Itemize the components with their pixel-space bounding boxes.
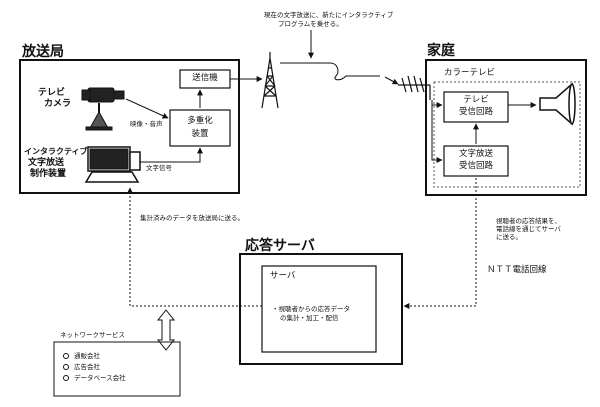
telephone-line [403,178,477,309]
tv-receiver-label-2: 受信回路 [458,107,493,117]
home-box [425,59,587,196]
aggregated-note: 集計済みのデータを放送局に送る。 [140,214,244,222]
server-inner-title: サーバ [270,271,296,281]
home-antenna-icon [398,75,431,100]
text-receiver-label-1: 文字放送 [458,149,493,159]
multiplexer-label-2: 装置 [191,129,209,139]
aggregated-data-arrow [127,187,262,307]
crt-screen-icon [539,82,576,126]
viewer-response-note-2: 電話線を通じてサーバ [496,225,561,233]
viewer-response-note-3: に送る。 [496,233,522,241]
tv-camera-label-2: カメラ [44,99,72,109]
viewer-response-note-1: 視聴者の応答結果を、 [496,217,561,225]
video-audio-label: 映像・音声 [130,120,163,128]
interactive-device-label-3: 制作装置 [30,169,67,179]
network-title: ネットワークサービス [60,331,125,339]
interactive-device-label-1: インタラクティブ [24,147,88,156]
text-receiver-label-2: 受信回路 [458,161,493,171]
server-title: 応答サーバ [245,238,315,254]
double-arrow-icon [156,309,176,351]
server-description-1: ・視聴者からの応答データ [272,305,350,313]
bullet-icon [63,364,69,370]
top-note-line1: 現在の文字放送に、新たにインタラクティブ [264,11,394,19]
interactive-device-label-2: 文字放送 [28,158,65,168]
color-tv-label: カラーテレビ [444,68,496,78]
multiplexer-label-1: 多重化 [187,116,213,126]
video-audio-arrow [125,98,169,119]
server-box [239,253,403,365]
bullet-icon [63,375,69,381]
tv-receiver-label-1: テレビ [463,95,489,105]
broadcaster-title: 放送局 [22,44,64,60]
network-item: データベース会社 [74,374,126,382]
color-tv-box [433,81,581,188]
text-signal-label: 文字信号 [146,164,172,172]
network-item: 通販会社 [74,352,100,360]
signal-arrow [384,76,399,85]
tv-camera-label-1: テレビ [38,88,66,98]
top-note-line2: プログラムを乗せる。 [278,20,343,28]
broadcast-signal-line [280,62,380,81]
bullet-icon [63,353,69,359]
server-description-2: の集計・加工・配信 [280,314,339,322]
tv-camera-icon [81,87,125,131]
home-title: 家庭 [427,43,455,59]
multiplexer-box [169,109,231,147]
text-receiver-box [443,145,509,177]
ntt-line-label: ＮＴＴ電話回線 [487,265,547,275]
server-inner-box [261,265,377,353]
computer-icon [84,146,141,183]
network-item: 広告会社 [74,363,100,371]
text-signal-arrow [140,147,203,163]
broadcast-tower-icon [261,52,279,109]
transmitter-label: 送信機 [192,73,218,83]
tv-receiver-box [443,91,509,123]
antenna-to-text-receiver-arrow [431,100,443,163]
network-service-box [53,341,181,397]
